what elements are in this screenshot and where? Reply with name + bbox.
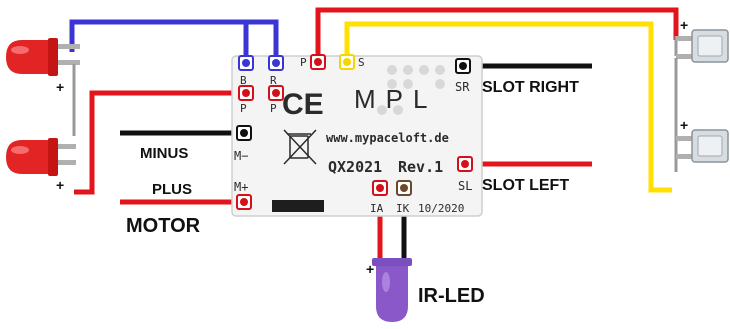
pad-label-p-top: P	[300, 56, 307, 69]
red-wire-led	[74, 90, 246, 195]
pad-label-sl: SL	[458, 179, 472, 193]
label-ir-led: IR-LED	[418, 285, 485, 307]
yellow-wire	[344, 21, 672, 193]
pad-label-b: B	[240, 74, 247, 87]
board-date: 10/2020	[418, 202, 464, 215]
pad-label-s-top: S	[358, 56, 365, 69]
label-plus: PLUS	[152, 181, 192, 198]
board-model: QX2021	[328, 158, 382, 176]
pad-label-ik: IK	[396, 202, 410, 215]
photodiode-top	[674, 29, 729, 63]
weee-bin-icon	[283, 129, 317, 165]
photodiode-bottom-plus-sign: +	[680, 117, 688, 133]
label-slot-left: SLOT LEFT	[482, 177, 569, 194]
led-bottom-plus-sign: +	[56, 177, 64, 193]
pad-label-m-plus: M+	[234, 180, 248, 194]
pad-label-m-minus: M−	[234, 149, 248, 163]
label-motor: MOTOR	[126, 215, 201, 237]
pad-label-p-left: P	[240, 102, 247, 115]
pad-label-ia: IA	[370, 202, 384, 215]
led-top-plus-sign: +	[56, 79, 64, 95]
board-website: www.mypaceloft.de	[326, 131, 449, 145]
ir-led-plus-sign: +	[366, 261, 374, 277]
label-slot-right: SLOT RIGHT	[482, 79, 579, 96]
led-top	[6, 38, 80, 136]
pads	[236, 54, 473, 210]
pcb-board	[231, 55, 483, 217]
red-wire-top	[315, 7, 679, 62]
pad-label-p-right: P	[270, 102, 277, 115]
photodiode-top-plus-sign: +	[680, 17, 688, 33]
mpl-logo: MPL	[354, 84, 437, 114]
led-bottom	[6, 138, 76, 176]
ce-mark: CE	[282, 88, 324, 121]
pad-label-r: R	[270, 74, 277, 87]
photodiode-bottom	[674, 58, 729, 172]
chip	[272, 200, 324, 212]
board-revision: Rev.1	[398, 158, 443, 176]
label-minus: MINUS	[140, 145, 188, 162]
ir-led	[372, 258, 412, 322]
pad-label-sr: SR	[455, 80, 470, 94]
